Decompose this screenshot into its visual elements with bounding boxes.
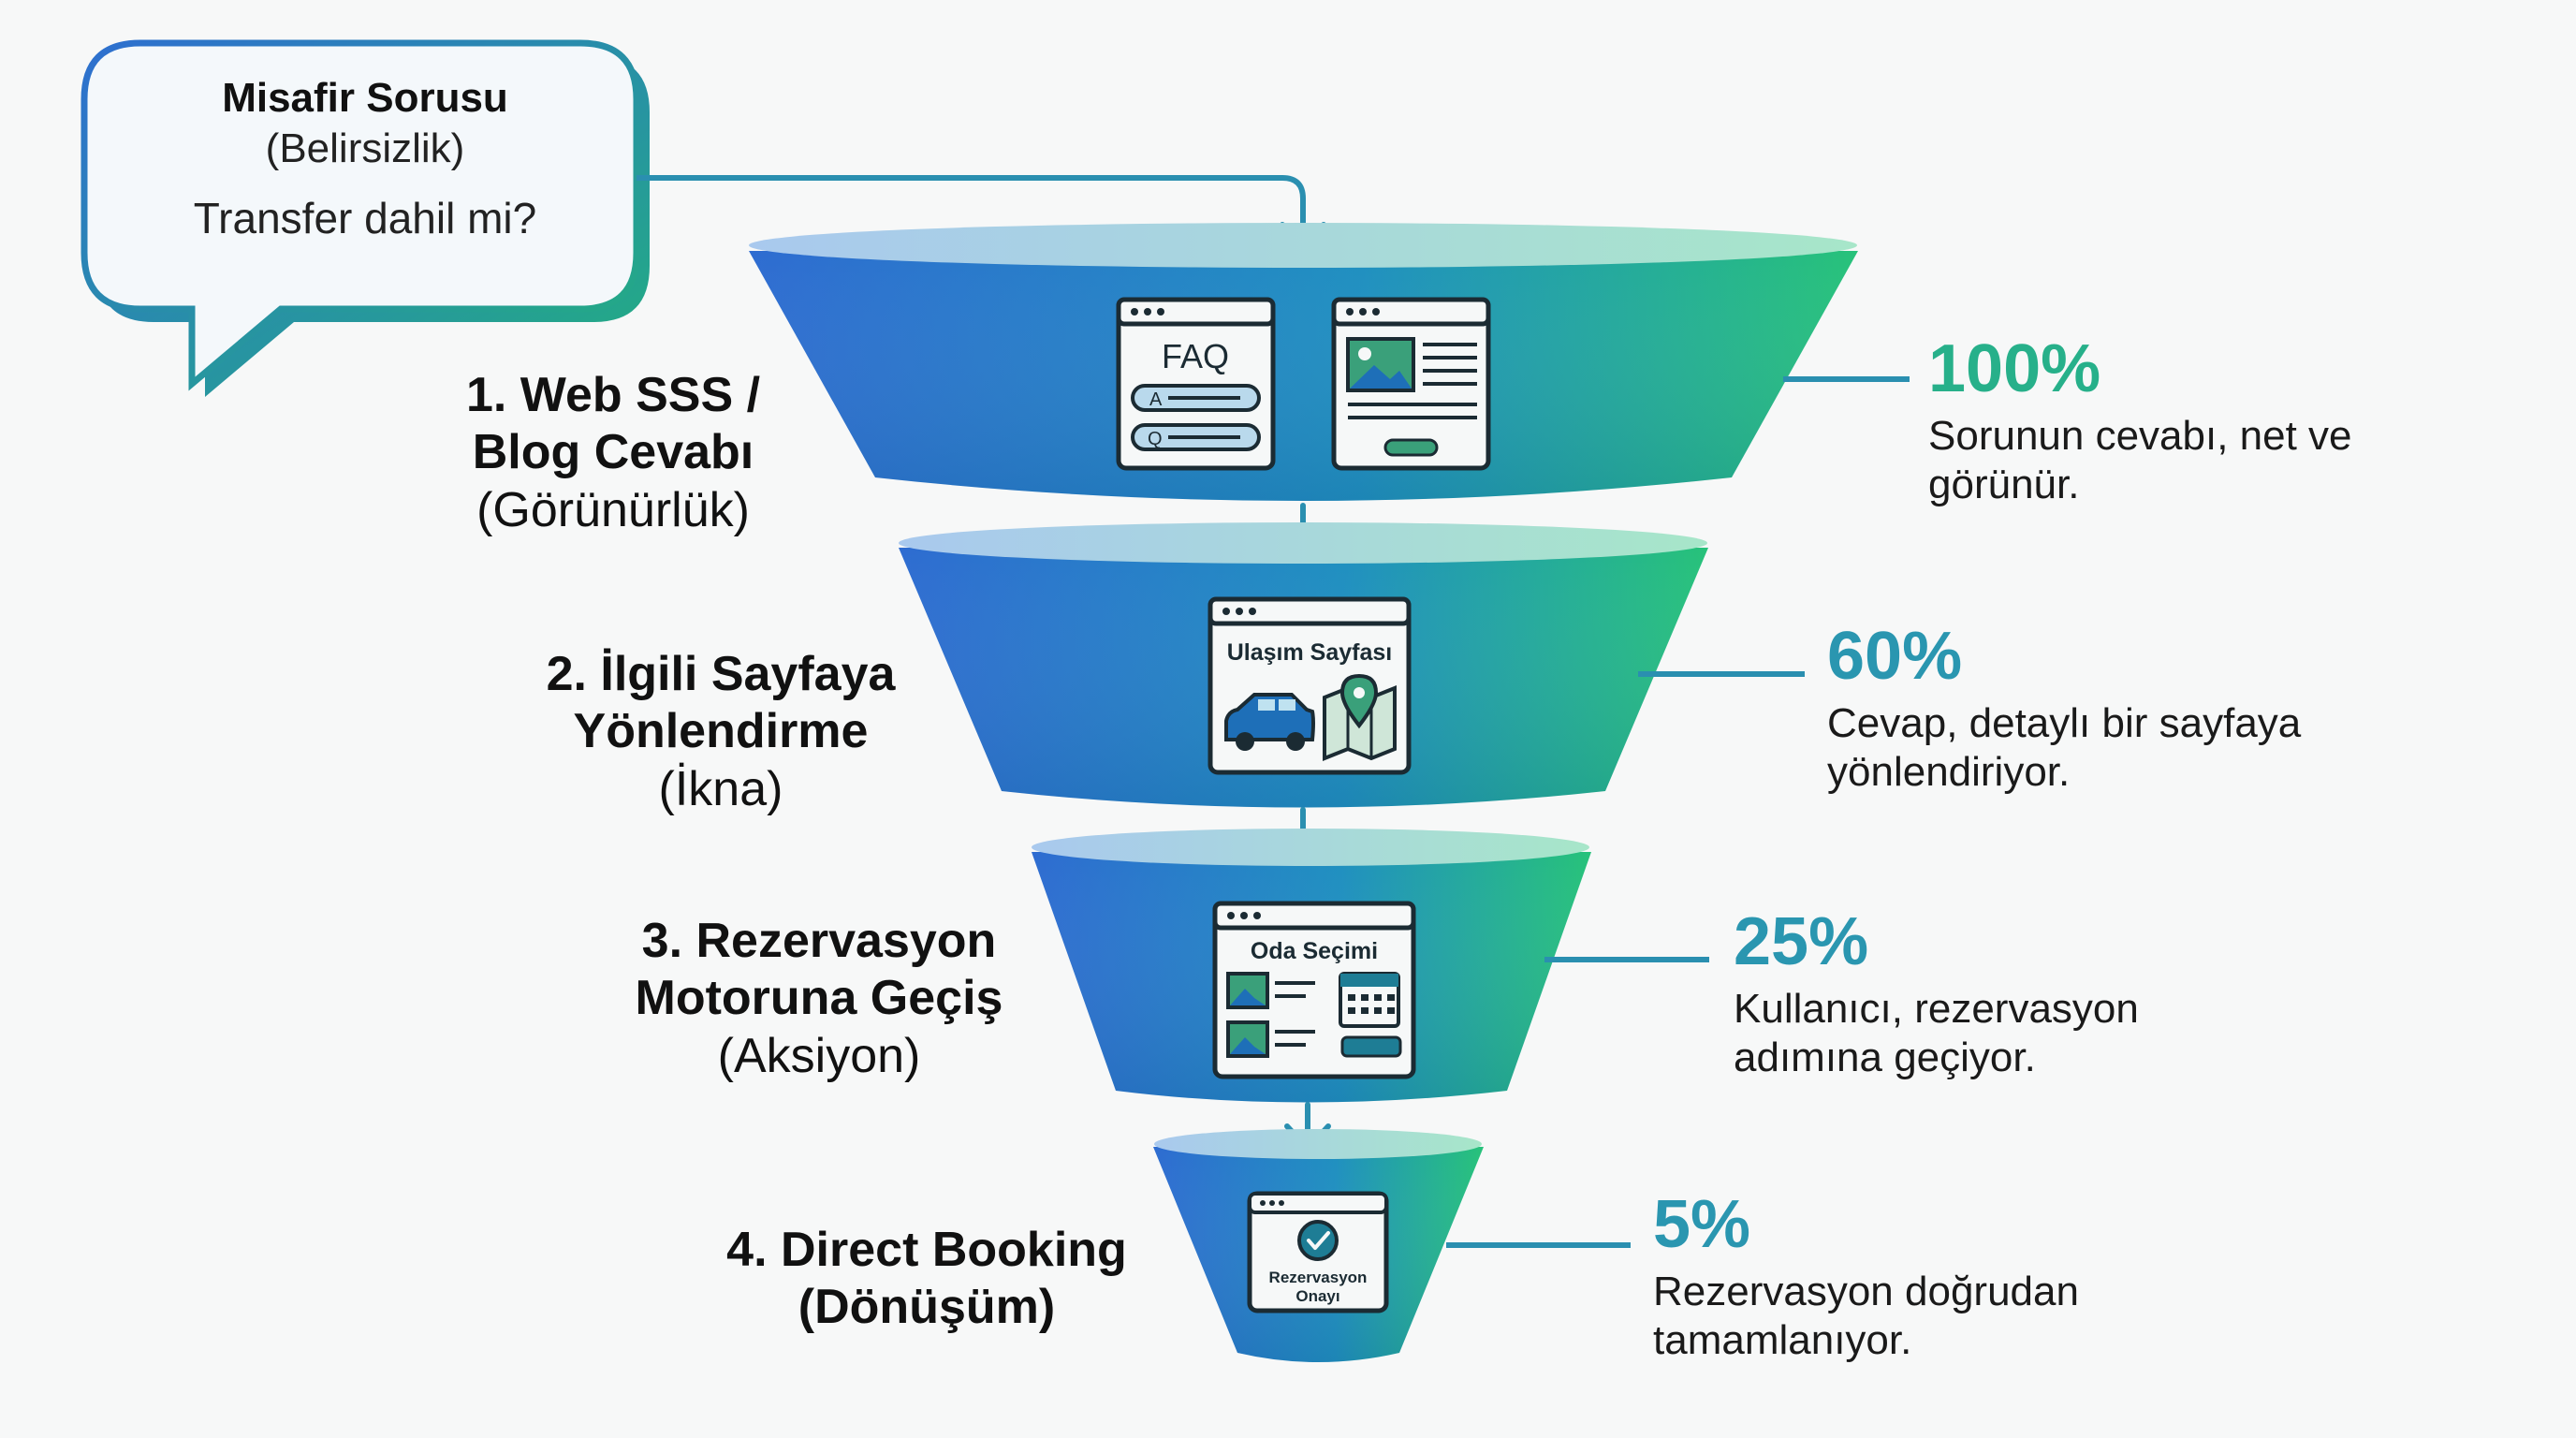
stage-4-subtitle: (Dönüşüm) [798, 1280, 1056, 1335]
stage-2-percent: 60% [1827, 619, 1963, 694]
stage-4-percent: 5% [1653, 1187, 1751, 1262]
stage-1-desc-line-2: görünür. [1928, 461, 2080, 507]
stage-4-metric: 5% Rezervasyon doğrudan tamamlanıyor. [1653, 1191, 2177, 1365]
stage-4-title: 4. Direct Booking [726, 1223, 1127, 1277]
stage-3-desc: Kullanıcı, rezervasyon adımına geçiyor. [1734, 985, 2258, 1082]
faq-icon-title: FAQ [1162, 337, 1229, 375]
room-selection-title: Oda Seçimi [1251, 938, 1378, 964]
stage-3-title: 3. Rezervasyon [641, 914, 997, 968]
stage-4-desc-line-1: Rezervasyon doğrudan [1653, 1269, 2079, 1314]
stage-1-subtitle: (Görünürlük) [476, 482, 750, 537]
reservation-confirmation-icon: Rezervasyon Onayı [1247, 1191, 1389, 1313]
stage-2-desc-line-1: Cevap, detaylı bir sayfaya [1827, 700, 2302, 746]
stage-3-metric: 25% Kullanıcı, rezervasyon adımına geçiy… [1734, 908, 2258, 1082]
stage-3-percent: 25% [1734, 904, 1869, 979]
svg-text:Onayı: Onayı [1295, 1287, 1339, 1305]
stage-2-desc-line-2: yönlendiriyor. [1827, 748, 2071, 795]
bubble-title: Misafir Sorusu [222, 75, 508, 121]
stage-4-desc-line-2: tamamlanıyor. [1653, 1316, 1912, 1363]
stage-2-title: 2. İlgili Sayfaya [546, 647, 896, 701]
bubble-question: Transfer dahil mi? [193, 194, 537, 242]
svg-text:Rezervasyon: Rezervasyon [1269, 1269, 1368, 1286]
stage-3-desc-line-1: Kullanıcı, rezervasyon [1734, 986, 2139, 1032]
stage-2-metric: 60% Cevap, detaylı bir sayfaya yönlendir… [1827, 623, 2408, 797]
stage-1-desc-line-1: Sorunun cevabı, net ve [1928, 413, 2352, 459]
stage-3-desc-line-2: adımına geçiyor. [1734, 1034, 2036, 1080]
faq-window-icon: FAQ A Q [1116, 297, 1276, 471]
bubble-connector [637, 175, 1306, 245]
funnel-stage-1 [749, 223, 1858, 501]
bubble-subtitle: (Belirsizlik) [265, 125, 465, 171]
room-selection-icon: Oda Seçimi [1212, 901, 1416, 1079]
stage-2-title-2: Yönlendirme [573, 704, 869, 759]
stage-2-label: 2. İlgili Sayfaya Yönlendirme (İkna) [487, 646, 955, 818]
bubble-text: Misafir Sorusu (Belirsizlik) Transfer da… [94, 75, 637, 243]
stage-4-label: 4. Direct Booking (Dönüşüm) [693, 1222, 1161, 1337]
svg-text:A: A [1149, 389, 1163, 410]
stage-2-subtitle: (İkna) [658, 761, 783, 816]
blog-window-icon [1331, 297, 1491, 471]
transport-page-title: Ulaşım Sayfası [1227, 639, 1393, 666]
stage-4-desc: Rezervasyon doğrudan tamamlanıyor. [1653, 1268, 2177, 1365]
svg-text:Q: Q [1148, 429, 1163, 449]
stage-1-label: 1. Web SSS / Blog Cevabı (Görünürlük) [412, 367, 814, 539]
stage-3-subtitle: (Aksiyon) [717, 1028, 921, 1083]
transport-page-icon: Ulaşım Sayfası [1208, 596, 1412, 775]
stage-1-title-2: Blog Cevabı [472, 425, 754, 480]
stage-1-title: 1. Web SSS / [465, 368, 761, 422]
stage-3-title-2: Motoruna Geçiş [635, 971, 1003, 1026]
stage-1-percent: 100% [1928, 331, 2101, 406]
stage-1-desc: Sorunun cevabı, net ve görünür. [1928, 412, 2452, 509]
speech-bubble [80, 39, 650, 397]
stage-2-desc: Cevap, detaylı bir sayfaya yönlendiriyor… [1827, 699, 2408, 797]
stage-3-label: 3. Rezervasyon Motoruna Geçiş (Aksiyon) [585, 913, 1053, 1085]
stage-1-metric: 100% Sorunun cevabı, net ve görünür. [1928, 335, 2452, 509]
